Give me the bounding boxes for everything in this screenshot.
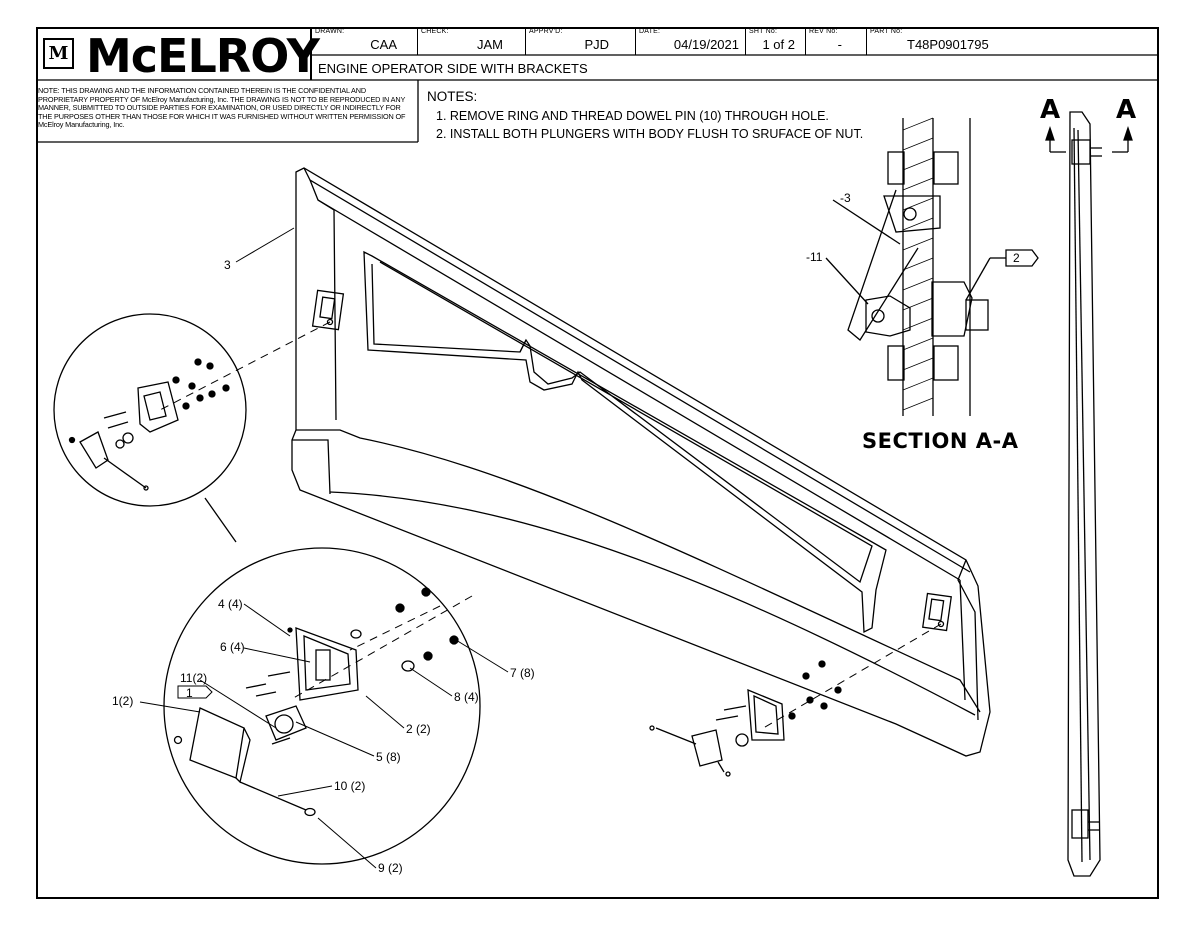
callout-7: 7 (8) bbox=[510, 666, 535, 680]
date-value: 04/19/2021 bbox=[673, 37, 739, 52]
company-name: McELROY bbox=[86, 29, 320, 83]
callout-flag-1: 1 bbox=[186, 686, 193, 700]
drawing-border bbox=[36, 27, 1159, 899]
detail-circle-large bbox=[163, 547, 481, 865]
callout-flag-2: 2 bbox=[1013, 251, 1020, 265]
drawn-cell: DRAWN: CAA bbox=[312, 27, 418, 55]
sheet-label: SHT No: bbox=[749, 28, 778, 35]
check-label: CHECK: bbox=[421, 28, 449, 35]
drawing-description: ENGINE OPERATOR SIDE WITH BRACKETS bbox=[318, 61, 588, 76]
callout-8: 8 (4) bbox=[454, 690, 479, 704]
drawn-value: CAA bbox=[370, 37, 397, 52]
callout-6: 6 (4) bbox=[220, 640, 245, 654]
detail-circle-small bbox=[53, 313, 247, 507]
callout-section-3: -3 bbox=[840, 191, 851, 205]
callout-4: 4 (4) bbox=[218, 597, 243, 611]
check-value: JAM bbox=[477, 37, 503, 52]
sheet-value: 1 of 2 bbox=[762, 37, 795, 52]
exploded-hardware-right bbox=[649, 660, 842, 777]
callout-3: 3 bbox=[224, 258, 231, 272]
date-cell: DATE: 04/19/2021 bbox=[636, 27, 746, 55]
note-1: 1. REMOVE RING AND THREAD DOWEL PIN (10)… bbox=[436, 109, 829, 123]
apprvd-label: APPRV'D: bbox=[529, 28, 563, 35]
rev-value: - bbox=[837, 37, 842, 52]
apprvd-cell: APPRV'D: PJD bbox=[526, 27, 636, 55]
callout-9: 9 (2) bbox=[378, 861, 403, 875]
sheet-cell: SHT No: 1 of 2 bbox=[746, 27, 806, 55]
date-label: DATE: bbox=[639, 28, 661, 35]
rev-label: REV No: bbox=[809, 28, 838, 35]
panel-bracket-left bbox=[311, 289, 345, 331]
part-number: T48P0901795 bbox=[907, 37, 989, 52]
section-view bbox=[825, 117, 1039, 416]
apprvd-value: PJD bbox=[584, 37, 609, 52]
callout-2: 2 (2) bbox=[406, 722, 431, 736]
logo-mark: M bbox=[43, 38, 74, 69]
callout-11: 11(2) bbox=[180, 671, 208, 685]
panel-bracket-right bbox=[922, 592, 952, 632]
callout-10: 10 (2) bbox=[334, 779, 366, 793]
confidentiality-note: NOTE: THIS DRAWING AND THE INFORMATION C… bbox=[38, 86, 406, 130]
callout-section-11: -11 bbox=[806, 250, 823, 264]
callout-1: 1(2) bbox=[112, 694, 134, 708]
side-view bbox=[1049, 111, 1129, 877]
part-cell: PART No: T48P0901795 bbox=[867, 27, 1159, 55]
section-marker-right: A bbox=[1116, 95, 1137, 125]
drawn-label: DRAWN: bbox=[315, 28, 345, 35]
part-label: PART No: bbox=[870, 28, 903, 35]
company-logo: M McELROY bbox=[36, 27, 320, 83]
callout-5: 5 (8) bbox=[376, 750, 401, 764]
notes-heading: NOTES: bbox=[427, 89, 478, 104]
check-cell: CHECK: JAM bbox=[418, 27, 526, 55]
section-marker-left: A bbox=[1040, 95, 1061, 125]
section-title: SECTION A-A bbox=[862, 429, 1019, 453]
main-panel bbox=[291, 167, 991, 757]
note-2: 2. INSTALL BOTH PLUNGERS WITH BODY FLUSH… bbox=[436, 127, 864, 141]
rev-cell: REV No: - bbox=[806, 27, 867, 55]
